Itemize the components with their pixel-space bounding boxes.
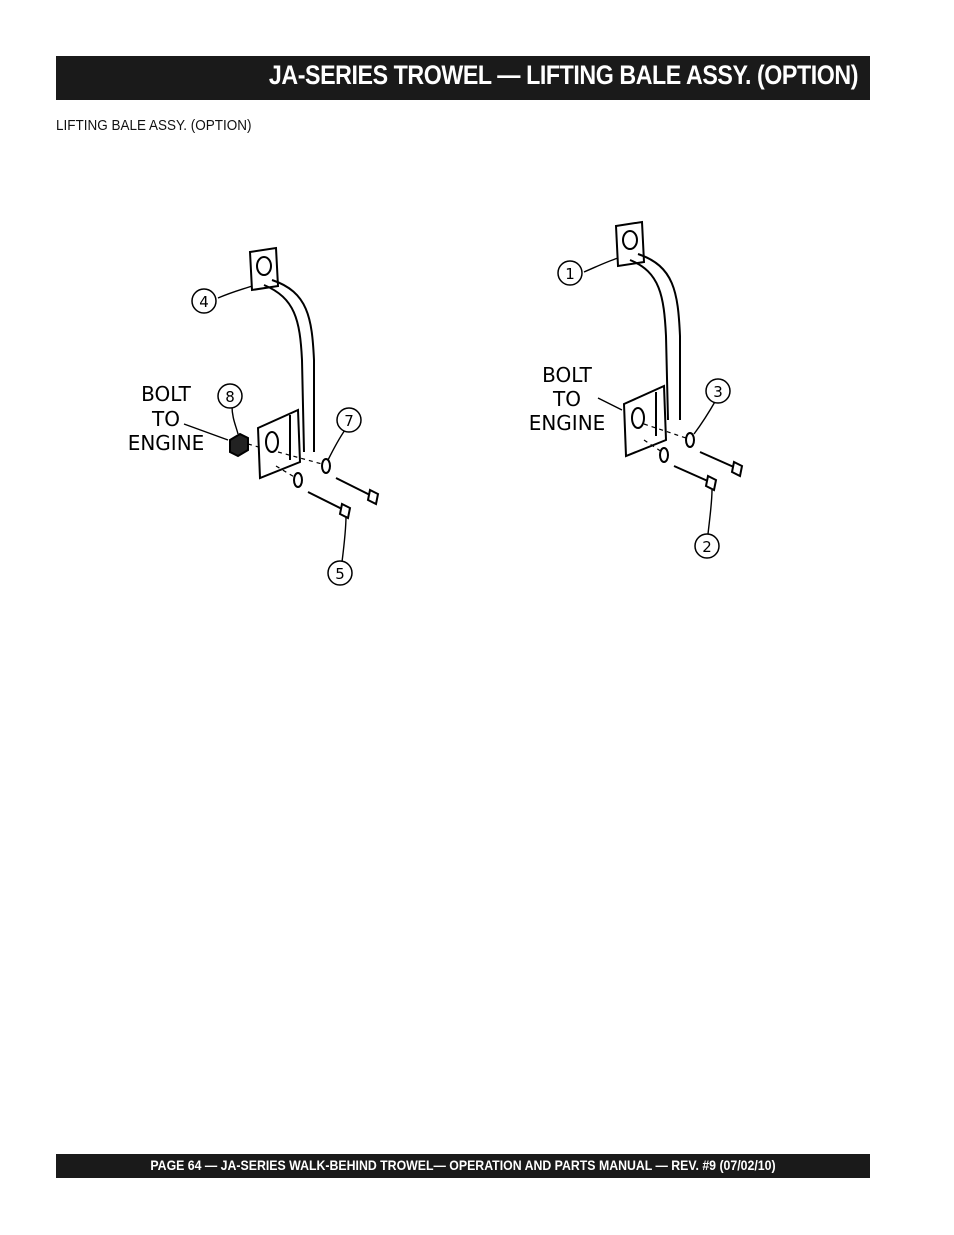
left-callout-7: 7: [344, 412, 354, 430]
left-note-line1: BOLT: [141, 382, 192, 406]
left-note-line2: TO: [151, 407, 180, 431]
figure-caption: LIFTING BALE ASSY. (OPTION): [56, 117, 252, 134]
page-title: JA-SERIES TROWEL — LIFTING BALE ASSY. (O…: [268, 60, 859, 90]
right-note-line3: ENGINE: [529, 411, 606, 435]
right-callout-3: 3: [713, 383, 723, 401]
page-header-bar: JA-SERIES TROWEL — LIFTING BALE ASSY. (O…: [56, 56, 870, 100]
right-callout-2: 2: [702, 538, 712, 556]
right-note-line1: BOLT: [542, 363, 593, 387]
left-callout-4: 4: [199, 293, 209, 311]
right-callout-1: 1: [565, 265, 575, 283]
left-note-line3: ENGINE: [128, 431, 205, 455]
left-lifting-bale: [183, 246, 380, 586]
page-footer-text: PAGE 64 — JA-SERIES WALK-BEHIND TROWEL— …: [150, 1157, 776, 1173]
right-note-line2: TO: [552, 387, 581, 411]
right-lifting-bale: [557, 220, 744, 559]
left-callout-8: 8: [225, 388, 235, 406]
left-callout-5: 5: [335, 565, 345, 583]
page-footer-bar: PAGE 64 — JA-SERIES WALK-BEHIND TROWEL— …: [56, 1154, 870, 1178]
